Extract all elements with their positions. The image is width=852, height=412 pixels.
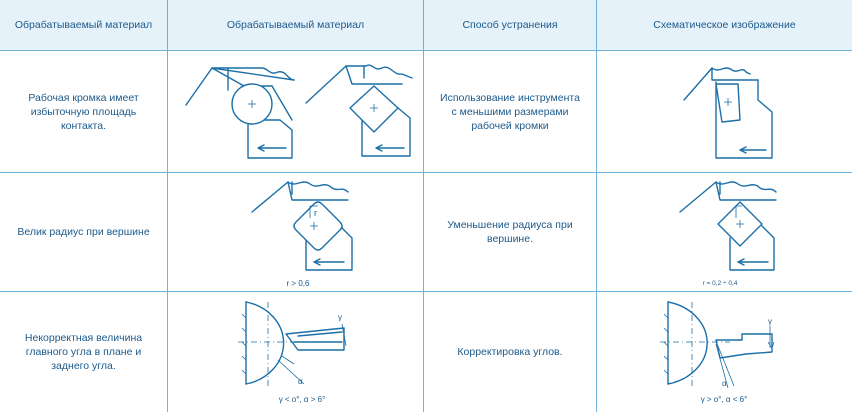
solution-text: Корректировка углов. [457,346,563,358]
solution-text: Уменьшение радиуса при вершине. [447,219,573,245]
caption-text: γ > о°, α < 6° [700,395,748,404]
header-label: Обрабатываемый материал [226,19,365,31]
problem-text: Велик радиус при вершине [17,226,150,238]
caption-after: γ > о°, α < 6° [684,395,764,404]
narrow-edge-figure [680,60,780,165]
large-radius-figure: r [248,176,358,276]
header-cell-4: Схематическое изображение [597,0,852,50]
solution-cell: Корректировка углов. [424,292,596,412]
header-label: Схематическое изображение [653,19,796,31]
angle-corrected-figure: α γ [660,298,784,394]
angle-problem-figure: α γ [238,298,358,394]
gamma-symbol: γ [338,313,342,322]
small-radius-figure [676,176,786,276]
problem-cell: Рабочая кромка имеет избыточную площадь … [0,51,167,172]
caption-text: r > 0,6 [286,279,310,288]
problem-text: Некорректная величина главного угла в пл… [24,332,143,372]
caption-after: r = 0,2 ÷ 0,4 [690,280,750,287]
solution-cell: Использование инструмента с меньшими раз… [424,51,596,172]
header-cell-3: Способ устранения [424,0,596,50]
square-insert-figure [302,58,417,165]
header-label: Обрабатываемый материал [14,19,153,31]
alpha-symbol: α [722,379,727,388]
caption-before: r > 0,6 [268,279,328,288]
header-label: Способ устранения [462,19,558,31]
round-insert-figure [182,60,297,165]
header-cell-1: Обрабатываемый материал [0,0,167,50]
gamma-symbol: γ [768,317,772,326]
row-divider [0,291,852,292]
solution-cell: Уменьшение радиуса при вершине. [424,173,596,291]
radius-symbol: r [314,208,317,218]
row-divider [0,50,852,51]
solution-text: Использование инструмента с меньшими раз… [440,91,580,132]
row-divider [0,172,852,173]
column-divider [167,0,168,412]
problem-cell: Велик радиус при вершине [0,173,167,291]
caption-before: γ < о°, α > 6° [262,395,342,404]
header-cell-2: Обрабатываемый материал [168,0,423,50]
caption-text: γ < о°, α > 6° [278,395,326,404]
alpha-symbol: α [298,377,303,386]
column-divider [596,0,597,412]
problem-text: Рабочая кромка имеет избыточную площадь … [28,91,139,132]
caption-text: r = 0,2 ÷ 0,4 [702,280,738,287]
column-divider [423,0,424,412]
problem-cell: Некорректная величина главного угла в пл… [0,292,167,412]
